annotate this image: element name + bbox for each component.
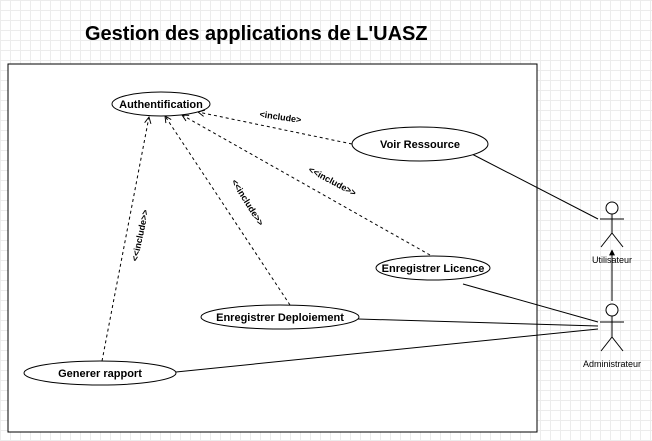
use-case-enregistrer-deploiement-label: Enregistrer Deploiement	[216, 312, 344, 324]
use-case-enregistrer-licence-label: Enregistrer Licence	[382, 263, 485, 275]
actor-utilisateur-label: Utilisateur	[592, 255, 632, 265]
actor-administrateur-label: Administrateur	[583, 359, 641, 369]
use-case-authentification[interactable]: Authentification	[111, 91, 211, 117]
association-administrateur-licence	[462, 283, 599, 323]
use-case-voir-ressource-label: Voir Ressource	[380, 139, 460, 151]
association-administrateur-deploiement	[357, 318, 599, 327]
use-case-generer-rapport[interactable]: Generer rapport	[23, 360, 177, 386]
actor-administrateur[interactable]: Administrateur	[583, 303, 641, 369]
include-enregistrer-deploiement-edge	[165, 116, 291, 306]
use-case-enregistrer-deploiement[interactable]: Enregistrer Deploiement	[200, 304, 360, 330]
use-case-authentification-label: Authentification	[119, 99, 203, 111]
diagram-title: Gestion des applications de L'UASZ	[85, 23, 428, 45]
association-utilisateur-voir-ressource	[467, 151, 599, 220]
use-case-generer-rapport-label: Generer rapport	[58, 368, 142, 380]
actor-utilisateur[interactable]: Utilisateur	[592, 201, 632, 265]
use-case-voir-ressource[interactable]: Voir Ressource	[351, 126, 489, 162]
use-case-enregistrer-licence[interactable]: Enregistrer Licence	[375, 255, 491, 281]
include-voir-ressource-edge	[198, 112, 353, 145]
association-administrateur-rapport	[175, 328, 599, 373]
